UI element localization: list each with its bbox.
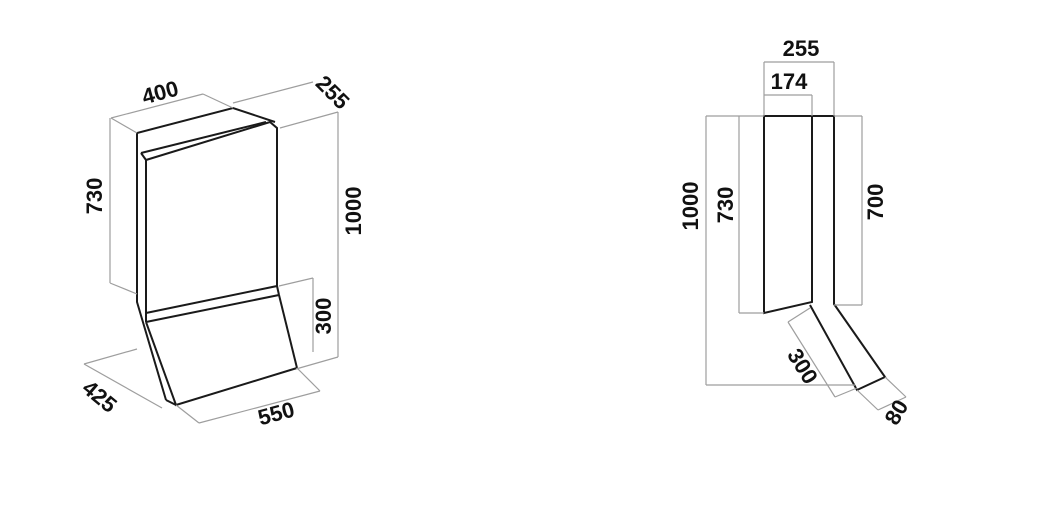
side-product-outline xyxy=(763,115,887,392)
iso-hood-bottom-corner xyxy=(165,399,177,406)
iso-dim-400-line xyxy=(110,93,204,119)
iso-dim-400-ext-left xyxy=(110,117,138,134)
side-label-80: 80 xyxy=(879,395,913,429)
side-label-255: 255 xyxy=(783,36,820,61)
iso-dim-400-ext-right xyxy=(202,93,234,109)
side-back-profile xyxy=(809,115,887,392)
iso-panel-top-edge xyxy=(140,121,267,154)
iso-label-255: 255 xyxy=(311,71,355,115)
iso-dimension-lines xyxy=(83,81,339,424)
iso-label-1000: 1000 xyxy=(341,187,366,236)
iso-hood-right-edge xyxy=(278,294,298,369)
iso-dim-550-line xyxy=(198,390,321,424)
side-dim-300-line xyxy=(787,321,836,398)
side-label-700: 700 xyxy=(863,184,888,221)
iso-back-box-top xyxy=(136,106,276,158)
iso-dim-300-ext-top xyxy=(278,277,314,287)
iso-dim-550-ext-left xyxy=(175,404,200,424)
iso-dim-425-line xyxy=(83,363,163,409)
iso-dim-255-ext xyxy=(279,111,339,129)
iso-hood-top-right xyxy=(276,285,280,296)
iso-label-550: 550 xyxy=(255,397,297,431)
iso-label-730: 730 xyxy=(82,178,107,215)
iso-label-300: 300 xyxy=(311,298,336,335)
side-label-174: 174 xyxy=(771,69,808,94)
iso-label-400: 400 xyxy=(139,76,181,110)
side-dimension-lines xyxy=(705,61,907,411)
iso-dim-1000-ext-bottom xyxy=(295,356,339,370)
iso-dim-730-ext-bottom xyxy=(109,282,138,295)
iso-product-outline xyxy=(136,106,298,407)
iso-dim-425-ext xyxy=(83,348,138,365)
side-label-1000: 1000 xyxy=(678,182,703,231)
side-dim-300-ext-top xyxy=(787,307,811,323)
iso-hood-front-edge xyxy=(145,321,298,407)
isometric-view: 400 255 1000 730 300 425 550 xyxy=(78,71,366,431)
iso-hood-top-front xyxy=(145,294,280,323)
side-label-300: 300 xyxy=(782,344,823,388)
side-label-730: 730 xyxy=(713,187,738,224)
iso-front-panel xyxy=(145,120,278,315)
iso-dim-550-ext-right xyxy=(296,367,321,392)
side-front-panel xyxy=(763,115,813,315)
side-dim-80-ext-left xyxy=(856,389,879,411)
side-dim-80-line xyxy=(877,396,907,411)
iso-dim-255-line xyxy=(232,81,314,104)
iso-panel-corner xyxy=(140,152,147,161)
side-view: 255 174 1000 730 700 300 80 xyxy=(678,36,914,429)
side-dim-80-ext-right xyxy=(884,376,907,398)
side-dim-300-ext-bottom xyxy=(834,387,858,398)
iso-hood-left-edge xyxy=(136,294,167,401)
